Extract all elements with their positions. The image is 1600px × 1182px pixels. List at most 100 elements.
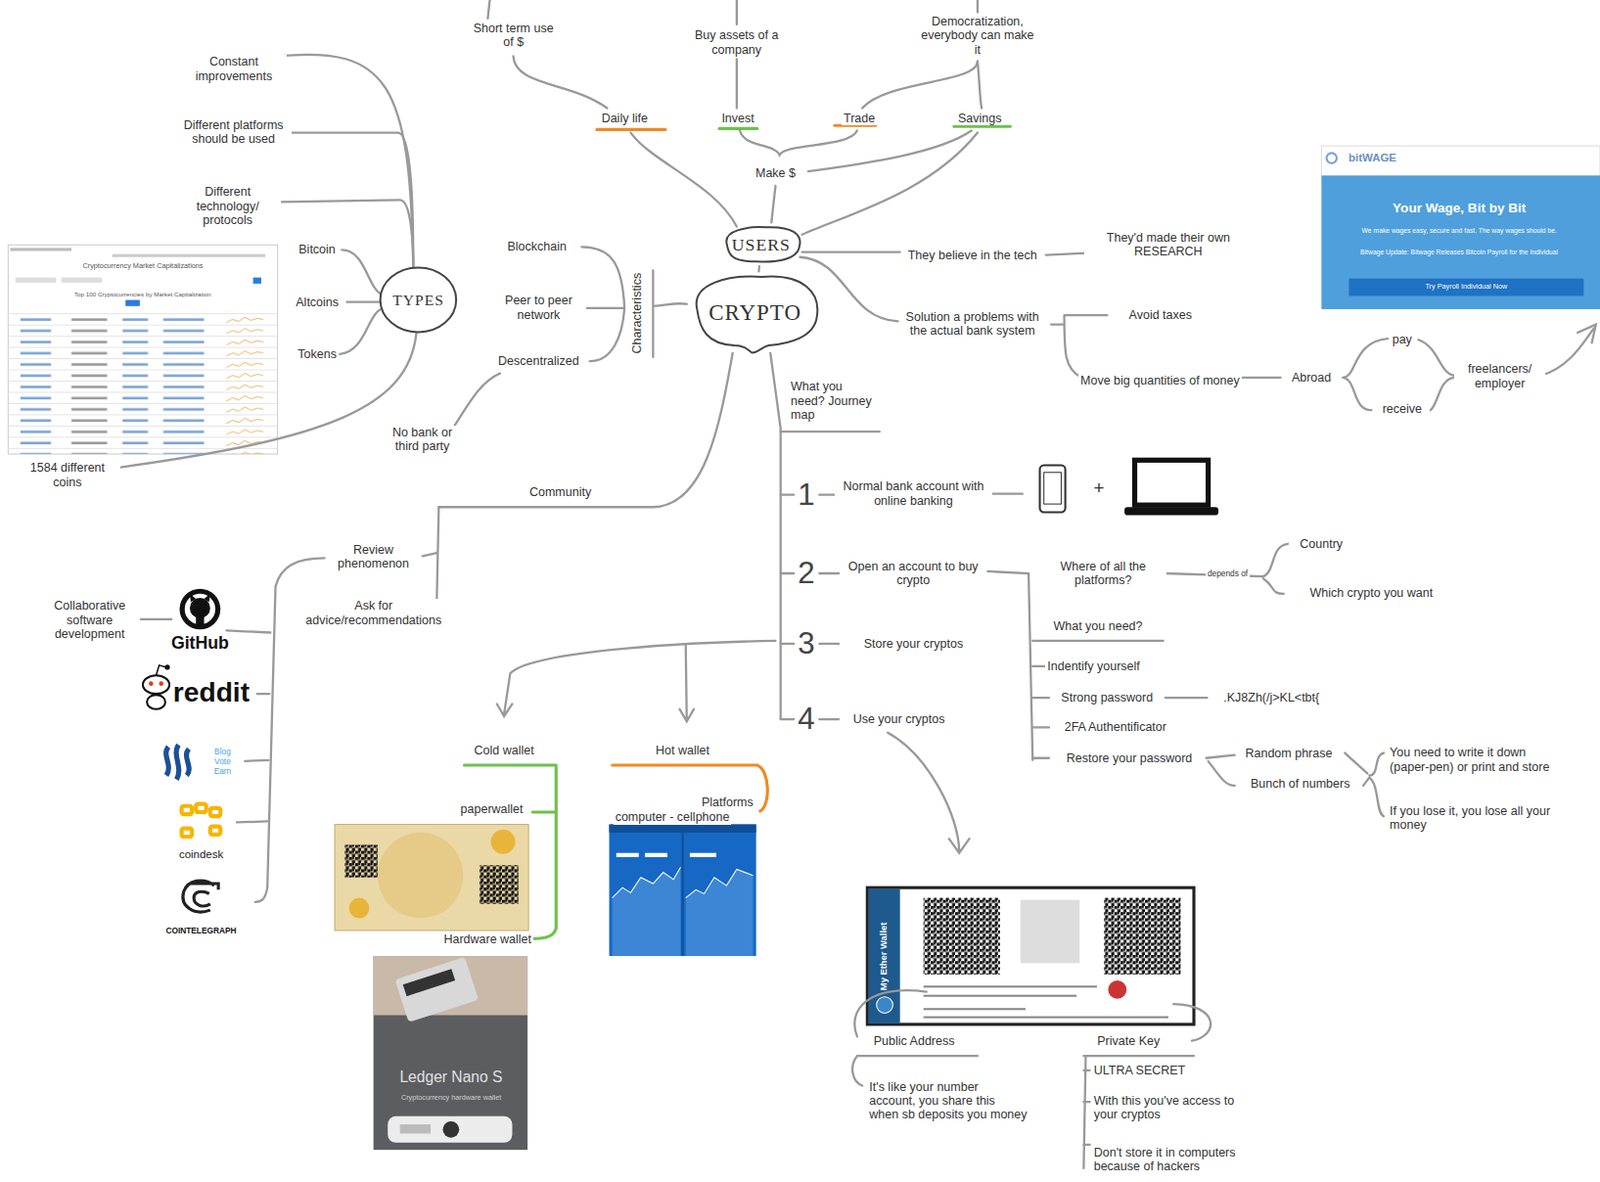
market-cap-table bbox=[61, 277, 103, 283]
branch-label: Daily life bbox=[599, 111, 650, 126]
branch-lines bbox=[226, 630, 271, 823]
blob-outline bbox=[696, 276, 819, 354]
market-cap-table bbox=[15, 277, 57, 283]
hot-wallet-screenshot bbox=[689, 853, 717, 858]
branch-label: 2 bbox=[795, 555, 817, 592]
bitwage-screenshot bbox=[1326, 152, 1337, 163]
ledger-photo bbox=[443, 1121, 460, 1139]
ether-wallet-image bbox=[1103, 898, 1181, 975]
branch-label: Random phrase bbox=[1242, 746, 1334, 761]
branch-label: Altcoins bbox=[293, 295, 341, 310]
branch-label: We make wages easy, secure and fast. The… bbox=[1362, 227, 1557, 235]
branch-label: paperwallet bbox=[458, 802, 526, 817]
branch-lines bbox=[497, 640, 777, 717]
branch-label: pay bbox=[1390, 332, 1415, 347]
ether-wallet-image bbox=[923, 995, 1077, 998]
branch-label: Open an account to buy crypto bbox=[839, 559, 987, 589]
branch-lines bbox=[1051, 315, 1107, 378]
hot-wallet-screenshot bbox=[612, 867, 682, 898]
branch-label: 2FA Authentificator bbox=[1062, 720, 1169, 734]
branch-lines bbox=[281, 199, 414, 268]
branch-lines bbox=[277, 54, 414, 268]
hot-wallet-screenshot bbox=[685, 868, 754, 957]
topic-blob: USERS bbox=[718, 224, 805, 266]
colored-underlines bbox=[719, 127, 758, 131]
bitwage-screenshot bbox=[1321, 145, 1600, 310]
market-cap-table bbox=[7, 244, 277, 455]
paper-wallet-image bbox=[334, 824, 529, 931]
branch-label: Descentralized bbox=[496, 354, 582, 368]
ether-wallet-image bbox=[923, 1016, 1169, 1019]
ether-wallet-image bbox=[867, 887, 1194, 1025]
branch-lines bbox=[1541, 324, 1597, 376]
ledger-photo bbox=[400, 1124, 431, 1134]
ether-wallet-image bbox=[923, 1007, 1026, 1010]
branch-label: My Ether Wallet bbox=[878, 921, 890, 990]
branch-lines bbox=[987, 571, 1033, 761]
market-cap-table bbox=[7, 311, 277, 455]
market-cap-table bbox=[9, 247, 72, 251]
branch-label: Bitcoin bbox=[296, 242, 338, 257]
branch-label: Try Payroll Individual Now bbox=[1424, 282, 1508, 291]
bitwage-screenshot bbox=[1348, 278, 1584, 297]
branch-label: With this you've access to your cryptos bbox=[1092, 1094, 1260, 1123]
colored-underlines bbox=[612, 765, 769, 812]
branch-lines bbox=[887, 732, 969, 854]
branch-lines bbox=[780, 430, 880, 433]
branch-label: Strong password bbox=[1058, 690, 1155, 705]
branch-lines bbox=[739, 130, 858, 155]
community-logos bbox=[142, 675, 170, 694]
branch-label: Blog Vote Earn bbox=[207, 747, 238, 777]
branch-label: Trade bbox=[841, 111, 877, 126]
ether-wallet-image bbox=[1020, 900, 1080, 964]
branch-label: Review phenomenon bbox=[325, 543, 422, 572]
branch-lines bbox=[862, 61, 978, 109]
branch-label: COINTELEGRAPH bbox=[165, 926, 236, 937]
branch-lines bbox=[512, 55, 607, 108]
paper-wallet-image bbox=[479, 865, 519, 905]
branch-label: No bank or third party bbox=[376, 425, 468, 455]
branch-label: coindesk bbox=[179, 848, 224, 862]
community-logos bbox=[182, 804, 222, 837]
branch-lines bbox=[1206, 755, 1235, 786]
community-logos bbox=[182, 880, 219, 913]
branch-label: Democratization, everybody can make it bbox=[916, 14, 1039, 57]
branch-label: You need to write it down (paper-pen) or… bbox=[1387, 745, 1555, 775]
branch-lines bbox=[679, 644, 694, 722]
branch-label: Cold wallet bbox=[472, 743, 537, 758]
branch-lines bbox=[802, 250, 901, 253]
topic-blob: TYPES bbox=[378, 266, 458, 334]
branch-label: Public Address bbox=[871, 1034, 958, 1049]
branch-label: 1 bbox=[795, 477, 817, 513]
branch-label: depends of bbox=[1205, 569, 1250, 580]
branch-lines bbox=[852, 990, 978, 1086]
community-logos bbox=[210, 826, 221, 835]
branch-lines bbox=[120, 0, 1597, 1169]
community-logos bbox=[195, 616, 204, 626]
community-logos bbox=[148, 681, 154, 686]
phone-laptop-icons bbox=[1040, 459, 1219, 515]
branch-label: Don't store it in computers because of h… bbox=[1092, 1145, 1239, 1175]
branch-lines bbox=[120, 333, 416, 468]
ledger-photo bbox=[373, 956, 528, 1150]
colored-underlines bbox=[463, 765, 556, 939]
topic-text: CRYPTO bbox=[708, 300, 802, 326]
branch-label: Ledger Nano S bbox=[399, 1068, 503, 1087]
branch-lines bbox=[420, 506, 440, 613]
branch-label: Hot wallet bbox=[653, 743, 712, 758]
branch-label: 1584 different coins bbox=[14, 460, 121, 490]
branch-label: Indentify yourself bbox=[1045, 659, 1143, 674]
branch-label: Abroad bbox=[1289, 370, 1333, 385]
branch-label: What you need? bbox=[1051, 619, 1144, 634]
mindmap-decoration bbox=[7, 0, 1600, 1169]
branch-lines bbox=[1083, 1004, 1211, 1169]
community-logos bbox=[166, 744, 190, 779]
paper-wallet-image bbox=[377, 832, 464, 919]
branch-lines bbox=[1342, 338, 1388, 411]
branch-label: Peer to peer network bbox=[491, 293, 588, 322]
branch-lines bbox=[487, 0, 978, 25]
branch-label: Store your cryptos bbox=[862, 637, 965, 651]
bitwage-screenshot bbox=[1321, 175, 1600, 310]
phone-laptop-icons bbox=[1040, 464, 1066, 512]
